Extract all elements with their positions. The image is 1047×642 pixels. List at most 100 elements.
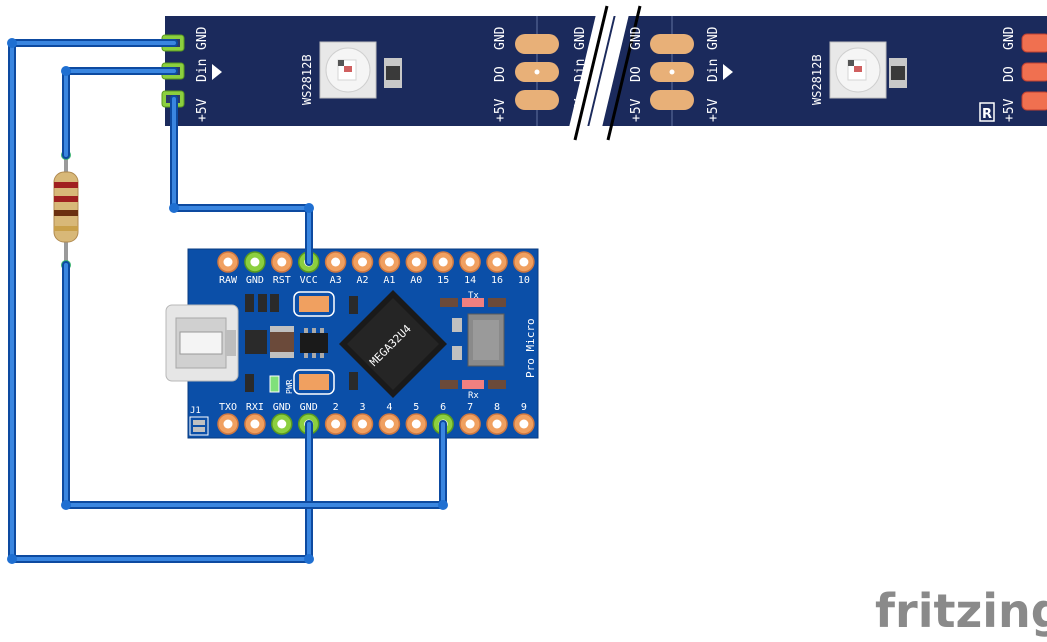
pin-label-5v-in-3: +5V (706, 98, 721, 122)
strip-end-pin-labels: GND DO +5V (1002, 26, 1017, 122)
pin-label-gnd-in-2: GND (573, 26, 588, 50)
board-pin-label: RST (273, 275, 291, 286)
pin-label-do-end: DO (1002, 66, 1017, 82)
pin-label-5v-end: +5V (1002, 98, 1017, 122)
strip-input-pin-labels-3: GND Din +5V (706, 26, 721, 122)
rx-label: Rx (468, 391, 479, 401)
board-pin-hole (331, 419, 341, 429)
board-name: Pro Micro (524, 318, 537, 378)
arrow-right-icon (723, 64, 733, 80)
board-pin-label: TXO (219, 402, 237, 413)
board-pin-label: GND (273, 402, 291, 413)
pin-label-din-3: Din (706, 59, 721, 82)
board-bottom-pins (217, 413, 535, 435)
pin-label-5v-out-2: +5V (629, 98, 644, 122)
pin-label-gnd-out: GND (493, 26, 508, 50)
j1-label: J1 (190, 406, 201, 416)
board-pin-hole (465, 257, 475, 267)
led-2-label: WS2812B (810, 54, 824, 105)
board-pin-label: RAW (219, 275, 238, 286)
board-pin-hole (411, 257, 421, 267)
wires (7, 38, 448, 564)
board-pin-label: 16 (491, 275, 503, 286)
board-pin-label: 8 (494, 402, 500, 413)
board-pin-label: 6 (440, 402, 446, 413)
pin-label-do-2: DO (629, 66, 644, 82)
strip-input-pin-labels: GND Din +5V (195, 26, 210, 122)
strip-output-pin-labels-2: GND DO +5V (629, 26, 644, 122)
resistor (53, 150, 79, 270)
board-pin-label: GND (246, 275, 264, 286)
strip-output-pin-labels-1: GND DO +5V (493, 26, 508, 122)
board-pin-label: A0 (410, 275, 422, 286)
board-pin-hole (465, 419, 475, 429)
fritzing-logo: fritzing (875, 584, 1047, 638)
arrow-right-icon (212, 64, 222, 80)
strip-cut-pads-left (515, 34, 559, 110)
pwr-led (269, 375, 280, 393)
wire-data (62, 67, 178, 159)
board-pin-hole (492, 419, 502, 429)
pin-label-5v-out: +5V (493, 98, 508, 122)
board-top-pins (217, 251, 535, 273)
board-pin-hole (223, 419, 233, 429)
board-pin-label: 2 (333, 402, 339, 413)
board-pin-hole (358, 257, 367, 267)
board-pin-label: 14 (464, 275, 476, 286)
usb-connector (165, 304, 239, 382)
pin-label-gnd-in: GND (195, 26, 210, 50)
strip-break-mark (566, 5, 642, 141)
pwr-label: PWR (285, 379, 294, 394)
board-pin-hole (277, 257, 287, 267)
board-bottom-pin-labels: TXO RXI GND GND 2 3 4 5 6 7 8 9 (219, 402, 527, 413)
strip-end-pads (1021, 33, 1047, 111)
board-pin-hole (358, 419, 367, 429)
board-pin-hole (277, 419, 287, 429)
board-pin-label: RXI (246, 402, 264, 413)
logo-mark-text: R (982, 107, 992, 122)
board-pin-label: 9 (521, 402, 527, 413)
smd-components: PWR (245, 291, 358, 395)
board-pin-hole (331, 257, 341, 267)
board-pin-label: 5 (413, 402, 419, 413)
led-1: WS2812B (300, 41, 402, 105)
pin-label-do: DO (493, 66, 508, 82)
board-pin-label: 15 (437, 275, 449, 286)
board-pin-label: 4 (386, 402, 392, 413)
board-pin-hole (411, 419, 421, 429)
mega32u4-chip: MEGA32U4 (339, 290, 447, 398)
crystal-area: Tx Rx Pro Micro (440, 291, 537, 401)
board-top-pin-labels: RAW GND RST VCC A3 A2 A1 A0 15 14 16 10 (219, 275, 530, 286)
pin-label-din: Din (195, 59, 210, 82)
board-pin-hole (384, 257, 394, 267)
pro-micro-board: RAW GND RST VCC A3 A2 A1 A0 15 14 16 10 TXO RXI GND GN… (165, 248, 539, 439)
j1-jumper: J1 (189, 406, 209, 436)
board-pin-label: 10 (518, 275, 530, 286)
led-2: WS2812B (810, 41, 907, 105)
board-pin-label: 7 (467, 402, 473, 413)
logo-mark: R (979, 102, 995, 122)
board-pin-hole (250, 419, 260, 429)
pin-label-gnd-out-2: GND (629, 26, 644, 50)
board-pin-label: A2 (356, 275, 368, 286)
board-pin-hole (223, 257, 233, 267)
led-1-label: WS2812B (300, 54, 314, 105)
board-pin-hole (492, 257, 502, 267)
board-pin-label: 3 (359, 402, 365, 413)
board-pin-hole (384, 419, 394, 429)
led-strip: GND Din +5V WS2812B WS2812B (161, 5, 1047, 141)
board-pin-hole (438, 257, 448, 267)
tx-label: Tx (468, 291, 479, 301)
board-pin-hole (519, 419, 529, 429)
board-pin-label: A3 (330, 275, 342, 286)
pin-label-5v-in: +5V (195, 98, 210, 122)
board-pin-label: VCC (300, 275, 318, 286)
pin-label-gnd-end: GND (1002, 26, 1017, 50)
board-pin-hole (250, 257, 260, 267)
pin-label-gnd-in-3: GND (706, 26, 721, 50)
strip-cut-pads-right (650, 34, 694, 110)
board-pin-label: A1 (383, 275, 395, 286)
board-pin-label: GND (300, 402, 318, 413)
board-pin-hole (519, 257, 529, 267)
